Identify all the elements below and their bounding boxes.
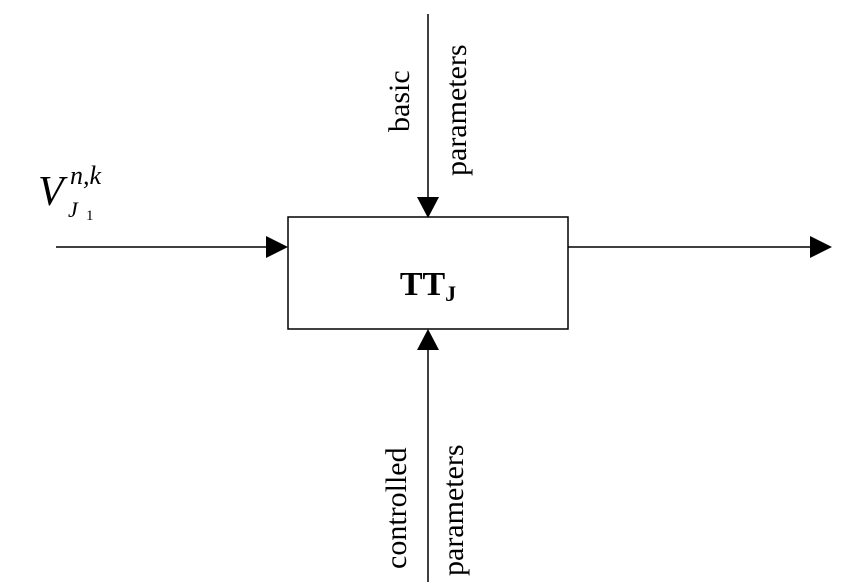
top-label-basic: basic <box>383 70 416 132</box>
process-label-main: TT <box>399 266 446 303</box>
top-label-parameters: parameters <box>440 44 473 176</box>
input-variable-label: V n,k J 1 <box>38 162 148 232</box>
input-variable-base: V <box>38 169 64 215</box>
process-label-subscript: J <box>445 281 457 306</box>
input-variable-subscript-index: 1 <box>86 208 94 224</box>
bottom-label-parameters: parameters <box>437 444 470 576</box>
input-variable-subscript: J <box>68 197 78 222</box>
input-arrow-head <box>266 236 288 258</box>
process-block-label: TTJ <box>288 265 568 308</box>
input-variable-superscript: n,k <box>70 161 102 190</box>
top-arrow-head <box>417 197 439 218</box>
bottom-arrow-head <box>417 329 439 350</box>
output-arrow-head <box>810 236 832 258</box>
bottom-label-controlled: controlled <box>380 447 413 569</box>
